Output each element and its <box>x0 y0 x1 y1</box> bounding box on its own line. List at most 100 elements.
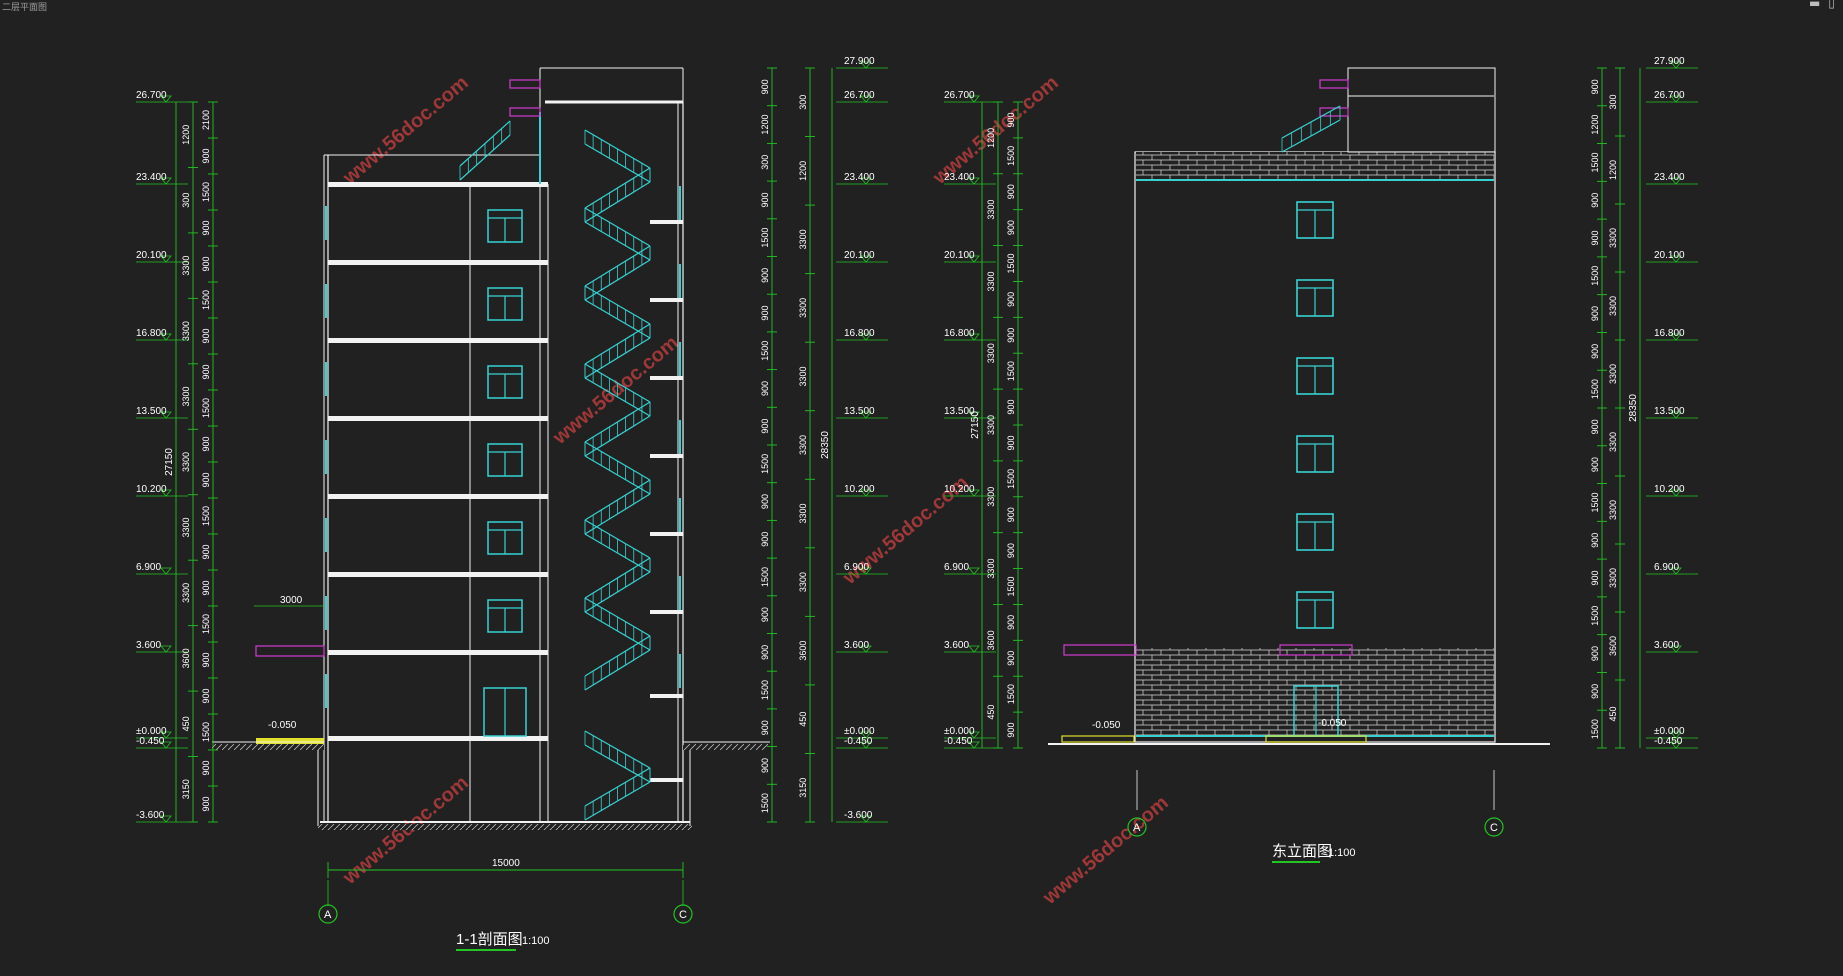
dimension-label: 3300 <box>798 435 808 455</box>
dimension-label: 3300 <box>1608 228 1618 248</box>
window <box>1296 357 1334 395</box>
dimension-label: 3300 <box>986 343 996 363</box>
elevation-label: -3.600 <box>844 810 873 821</box>
elevation-view <box>1048 67 1550 810</box>
axis-c-label: C <box>1490 822 1498 834</box>
canopy <box>1063 644 1137 656</box>
dimension-label: 1200 <box>798 161 808 181</box>
dimension-label: 300 <box>1608 94 1618 109</box>
dimension-label: 1200 <box>1608 160 1618 180</box>
total-dimension-label: 27150 <box>970 411 981 439</box>
dimension-label: 1500 <box>201 722 211 742</box>
dimension-label: 3300 <box>1608 568 1618 588</box>
elevation-label: 13.500 <box>944 406 975 417</box>
elevation-title: 东立面图 <box>1272 843 1332 860</box>
elevation-triangle <box>968 489 980 497</box>
dimension-label: 900 <box>760 758 770 773</box>
floor-slab <box>328 736 540 741</box>
entrance-steps <box>1061 735 1135 743</box>
window-controls: ▬ ▯ <box>1809 0 1835 10</box>
floor-slab-core <box>540 494 548 499</box>
elevation-scale: 1:100 <box>1328 847 1356 859</box>
dimension-label: 3300 <box>181 452 191 472</box>
dimension-label: 1500 <box>1590 606 1600 626</box>
elevation-triangle <box>968 567 980 575</box>
window <box>487 365 523 399</box>
tower-vent <box>1319 107 1349 117</box>
floor-slab <box>328 572 540 577</box>
dimension-label: 900 <box>1006 543 1016 558</box>
dimension-label: 450 <box>181 716 191 731</box>
window <box>487 521 523 555</box>
minimize-icon[interactable]: ▬ <box>1809 0 1821 10</box>
dimension-label: 900 <box>1006 328 1016 343</box>
dimension-label: 3600 <box>181 648 191 668</box>
dimension-label: 900 <box>1590 193 1600 208</box>
entrance-door <box>483 687 527 737</box>
elevation-label: 10.200 <box>136 484 167 495</box>
dimension-label: 900 <box>1590 533 1600 548</box>
dimension-label: 1500 <box>1590 152 1600 172</box>
dimension-label: 1200 <box>1590 115 1600 135</box>
dimension-label: 1500 <box>1006 469 1016 489</box>
canopy-dim-label: 3000 <box>280 595 303 606</box>
watermark-text: www.56doc.com <box>338 72 472 190</box>
dimension-label: 900 <box>201 472 211 487</box>
elevation-label: 3.600 <box>136 640 161 651</box>
stair-landing <box>650 220 683 224</box>
elevation-triangle <box>860 255 872 263</box>
stair-landing <box>650 694 683 698</box>
drawing-tab-label[interactable]: 二层平面图 <box>2 3 48 13</box>
elevation-label: -3.600 <box>136 810 165 821</box>
dimension-label: 900 <box>201 544 211 559</box>
dimension-label: 900 <box>760 494 770 509</box>
dimension-label: 900 <box>201 148 211 163</box>
axis-a-label: A <box>324 909 332 921</box>
elevation-triangle <box>860 61 872 69</box>
axis-c-circle <box>673 904 693 924</box>
elevation-triangle <box>860 815 872 823</box>
window <box>1296 591 1334 629</box>
dimension-label: 1500 <box>760 567 770 587</box>
dimension-label: 3600 <box>986 630 996 650</box>
elevation-label: 16.800 <box>1654 328 1685 339</box>
dimension-label: 3600 <box>1608 636 1618 656</box>
elevation-triangle <box>860 489 872 497</box>
dimension-label: 900 <box>1590 230 1600 245</box>
roof-vent <box>509 79 541 89</box>
dimension-label: 1200 <box>986 128 996 148</box>
dimension-label: 900 <box>760 381 770 396</box>
axis-a-label: A <box>1133 822 1141 834</box>
dimension-label: 3300 <box>181 517 191 537</box>
ground-level-label: -0.050 <box>1092 720 1121 731</box>
dimension-label: 1500 <box>1590 719 1600 739</box>
dimension-label: 900 <box>1590 457 1600 472</box>
entrance-steps <box>1265 735 1367 743</box>
elevation-label: 20.100 <box>136 250 167 261</box>
roof-stair <box>1281 105 1341 153</box>
elevation-label: 27.900 <box>844 56 875 67</box>
elevation-triangle <box>1670 741 1682 749</box>
dimension-label: 1500 <box>760 680 770 700</box>
elevation-label: 16.800 <box>136 328 167 339</box>
stair-landing <box>650 454 683 458</box>
floor-slab <box>328 338 540 343</box>
overall-width-label: 15000 <box>492 858 520 869</box>
elevation-label: 10.200 <box>844 484 875 495</box>
stair-landing <box>650 298 683 302</box>
dimension-label: 900 <box>760 532 770 547</box>
dimension-label: 1500 <box>1006 146 1016 166</box>
elevation-triangle <box>1670 333 1682 341</box>
floor-slab <box>328 650 540 655</box>
elevation-triangle <box>160 95 172 103</box>
axis-a-circle <box>318 904 338 924</box>
watermark-text: www.56doc.com <box>1038 792 1172 910</box>
elevation-label: 6.900 <box>136 562 161 573</box>
dimension-label: 900 <box>201 256 211 271</box>
restore-icon[interactable]: ▯ <box>1828 0 1835 10</box>
dimension-label: 3300 <box>181 583 191 603</box>
dimension-label: 1500 <box>201 290 211 310</box>
